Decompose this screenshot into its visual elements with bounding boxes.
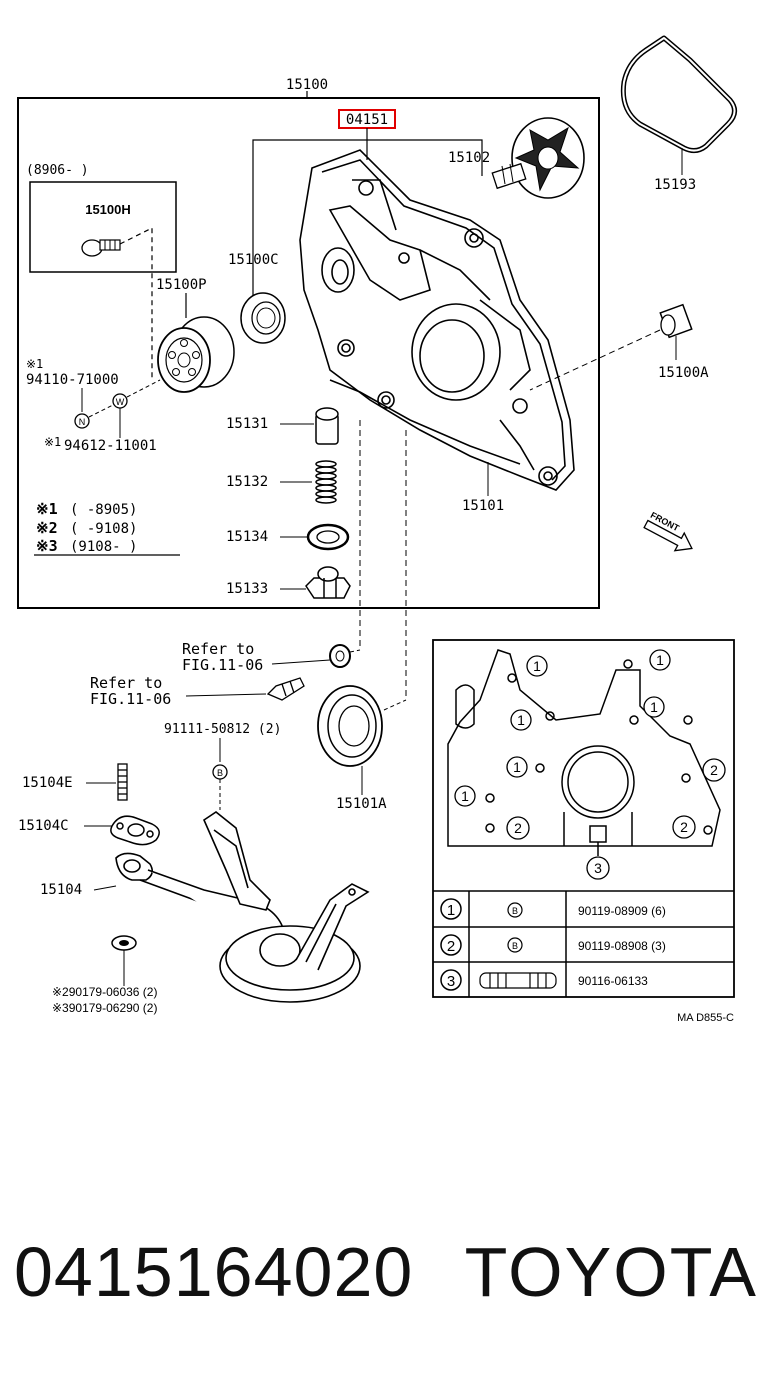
callout-2a: 2: [710, 762, 718, 778]
washer-icon: [306, 523, 350, 551]
footer: 0415164020 TOYOTA: [0, 1232, 776, 1322]
table-part-1: 90119-08909 (6): [578, 904, 666, 918]
refer2-line1: Refer to: [90, 674, 162, 692]
note-mark-3: ※3: [36, 537, 58, 555]
bushing-icon: [659, 303, 693, 339]
n-circle-label: N: [79, 417, 86, 427]
oil-pump-body: [299, 149, 575, 491]
parts-diagram: 15100 04151 (8906- ) 15100H 15100C 15100…: [17, 35, 737, 1024]
spring-label: 15132: [226, 474, 268, 490]
bushing-label: 15100A: [658, 365, 709, 381]
pump-body-label: 15101: [462, 498, 504, 514]
rotor-label: 15102: [448, 150, 490, 166]
table-mark-1: B: [512, 906, 518, 916]
inset-pump-outline: [447, 649, 721, 856]
note3-part-label: ※390179-06290 (2): [52, 1001, 157, 1015]
stud-icon: [117, 763, 128, 801]
table-num-1: 1: [447, 902, 455, 919]
plug-label: 15133: [226, 581, 268, 597]
note-mark-1: ※1: [36, 500, 58, 518]
pin-icon: [266, 677, 305, 701]
table-part-3: 90116-06133: [578, 974, 648, 988]
table-mark-2: B: [512, 941, 518, 951]
table-num-3: 3: [447, 973, 455, 990]
washer-label: 15134: [226, 529, 268, 545]
refer1-line1: Refer to: [182, 640, 254, 658]
nut-n-icon: [74, 413, 90, 429]
spring-icon: [315, 460, 337, 504]
inset-frame: [432, 639, 735, 998]
footer-part-number: 0415164020: [14, 1233, 414, 1311]
table-part-2: 90119-08908 (3): [578, 939, 666, 953]
o-ring-icon: [329, 644, 351, 668]
callout-1c: 1: [650, 699, 658, 715]
stud-label: 15104E: [22, 775, 73, 791]
note2-part-label: ※290179-06036 (2): [52, 985, 157, 999]
refer2-line2: FIG.11-06: [90, 690, 171, 708]
note1-marker: ※1: [26, 357, 43, 371]
callout-1a: 1: [533, 658, 541, 674]
assembly-frame: [17, 97, 600, 609]
date-range-label: (8906- ): [26, 163, 89, 178]
gasket-label: 15104C: [18, 818, 69, 834]
oil-strainer-icon: [115, 811, 370, 1003]
inset-table: 1 B 90119-08909 (6) 2 B 90119-08908 (3) …: [433, 890, 734, 997]
note-range-3: (9108- ): [70, 539, 137, 555]
callout-1b: 1: [656, 652, 664, 668]
gasket-plate-icon: [110, 815, 160, 846]
front-arrow-icon: FRONT: [643, 510, 693, 552]
valve-icon: [315, 407, 339, 445]
diagram-code-label: MA D855-C: [677, 1012, 734, 1024]
nut-part-label: 94612-11001: [64, 438, 157, 454]
small-washer-icon: [111, 935, 137, 951]
b-circle-label: B: [217, 768, 223, 778]
oil-seal-label: 15101A: [336, 796, 387, 812]
notes-list: ※1 ( -8905) ※2 ( -9108) ※3 (9108- ): [34, 500, 180, 556]
plug-icon: [305, 566, 351, 599]
callout-1e: 1: [513, 759, 521, 775]
callout-2c: 2: [680, 819, 688, 835]
note-mark-2: ※2: [36, 519, 58, 537]
bolt-h-icon: [81, 239, 121, 257]
table-num-2: 2: [447, 938, 455, 955]
callout-2b: 2: [514, 820, 522, 836]
refer1-line2: FIG.11-06: [182, 656, 263, 674]
bolt-h-label: 15100H: [85, 202, 131, 217]
w-circle-label: W: [116, 397, 125, 407]
assembly-label: 15100: [286, 77, 328, 93]
valve-label: 15131: [226, 416, 268, 432]
gasket-ring-label: 15193: [654, 177, 696, 193]
callout-3: 3: [594, 860, 602, 876]
c-seal-label: 15100C: [228, 252, 279, 268]
oil-seal-icon: [317, 685, 383, 767]
pulley-label: 15100P: [156, 277, 207, 293]
stud-bolt-icon: [479, 972, 557, 989]
note1b-marker: ※1: [44, 435, 61, 449]
c-seal-icon: [240, 292, 286, 344]
highlighted-part-label: 04151: [346, 112, 388, 128]
inset-callouts: 1 1 1 1 1 1 2 2 2 3: [454, 649, 726, 880]
rotor-icon: [491, 117, 585, 199]
strainer-label: 15104: [40, 882, 82, 898]
date-box: [29, 181, 177, 273]
callout-1d: 1: [517, 712, 525, 728]
footer-brand: TOYOTA: [464, 1233, 758, 1311]
note-range-1: ( -8905): [70, 502, 137, 518]
pulley-gear-icon: [157, 316, 235, 393]
note-range-2: ( -9108): [70, 521, 137, 537]
note1-part-label: 94110-71000: [26, 372, 119, 388]
bolt-ref-label: 91111-50812 (2): [164, 722, 281, 737]
callout-1f: 1: [461, 788, 469, 804]
